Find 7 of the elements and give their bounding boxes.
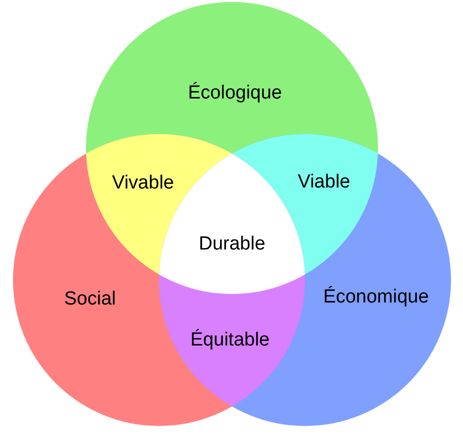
region-label: Viable xyxy=(298,172,350,192)
region-label: Équitable xyxy=(190,330,270,350)
region-label: Durable xyxy=(198,234,266,254)
circle-label: Social xyxy=(64,290,116,308)
region-label: Vivable xyxy=(112,174,174,192)
circle-label: Écologique xyxy=(188,84,282,102)
circle-label: Économique xyxy=(323,288,429,306)
